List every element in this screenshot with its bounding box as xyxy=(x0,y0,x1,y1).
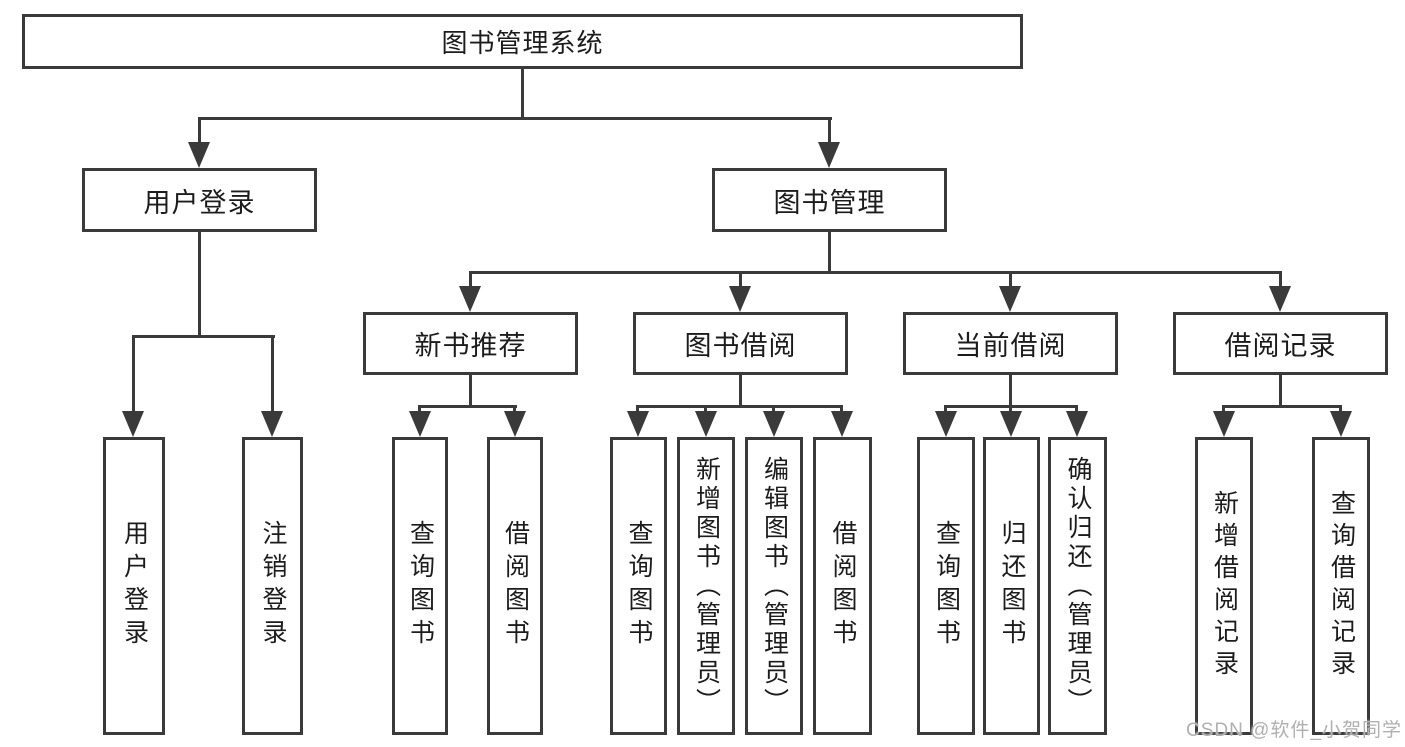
connector-line xyxy=(418,405,421,415)
connector-line xyxy=(132,335,275,338)
node-borrowing-records-label: 借阅记录 xyxy=(1224,331,1337,361)
leaf-query-books-1: 查询图书 xyxy=(392,437,448,735)
connector-line xyxy=(828,232,831,274)
leaf-add-books-admin-label: 新增图书（管理员） xyxy=(692,455,721,717)
connector-line xyxy=(418,405,517,408)
node-new-book-recommend: 新书推荐 xyxy=(363,312,578,375)
connector-line xyxy=(840,405,843,415)
connector-line xyxy=(772,405,775,415)
connector-line xyxy=(271,335,274,413)
connector-line xyxy=(1339,405,1342,415)
connector-line xyxy=(704,405,707,415)
arrow-down-icon xyxy=(627,411,649,437)
leaf-query-books-2: 查询图书 xyxy=(610,437,667,735)
leaf-add-books-admin: 新增图书（管理员） xyxy=(677,437,735,735)
node-new-book-recommend-label: 新书推荐 xyxy=(414,331,527,361)
arrow-down-icon xyxy=(935,411,957,437)
connector-line xyxy=(521,69,524,120)
connector-line xyxy=(198,232,201,337)
connector-line xyxy=(1075,405,1078,415)
arrow-down-icon xyxy=(1066,411,1088,437)
connector-line xyxy=(132,335,135,413)
arrow-down-icon xyxy=(188,142,210,168)
csdn-watermark: CSDN @软件_小贺同学 xyxy=(1186,720,1402,741)
leaf-query-books-3: 查询图书 xyxy=(917,437,975,735)
arrow-down-icon xyxy=(818,142,840,168)
node-book-management-label: 图书管理 xyxy=(773,187,886,218)
leaf-query-books-3-label: 查询图书 xyxy=(932,520,961,652)
leaf-return-books: 归还图书 xyxy=(983,437,1040,735)
leaf-add-borrow-record-label: 新增借阅记录 xyxy=(1210,490,1239,682)
leaf-query-books-1-label: 查询图书 xyxy=(406,520,435,652)
arrow-down-icon xyxy=(409,411,431,437)
arrow-down-icon xyxy=(504,411,526,437)
leaf-borrow-books-2: 借阅图书 xyxy=(813,437,872,735)
arrow-down-icon xyxy=(261,411,283,437)
connector-line xyxy=(469,271,472,288)
connector-line xyxy=(1009,405,1012,415)
leaf-return-books-label: 归还图书 xyxy=(998,520,1026,652)
leaf-user-login: 用户登录 xyxy=(103,437,165,735)
node-current-borrowing: 当前借阅 xyxy=(903,312,1118,375)
connector-line xyxy=(636,405,843,408)
node-user-login-label: 用户登录 xyxy=(143,187,256,218)
arrow-down-icon xyxy=(1269,286,1291,312)
arrow-down-icon xyxy=(1330,411,1352,437)
connector-line xyxy=(198,117,201,146)
node-book-borrowing-label: 图书借阅 xyxy=(684,331,797,361)
connector-line xyxy=(828,117,831,146)
node-library-system: 图书管理系统 xyxy=(22,14,1023,69)
node-user-login: 用户登录 xyxy=(82,168,317,232)
node-book-management: 图书管理 xyxy=(712,168,947,232)
connector-line xyxy=(1279,375,1282,408)
connector-line xyxy=(469,271,1282,274)
leaf-edit-books-admin: 编辑图书（管理员） xyxy=(745,437,803,735)
leaf-confirm-return-admin-label: 确认归还（管理员） xyxy=(1064,455,1092,717)
connector-line xyxy=(1222,405,1342,408)
arrow-down-icon xyxy=(122,411,144,437)
arrow-down-icon xyxy=(831,411,853,437)
leaf-logout: 注销登录 xyxy=(242,437,303,735)
connector-line xyxy=(739,271,742,288)
connector-line xyxy=(513,405,516,415)
leaf-query-borrow-record: 查询借阅记录 xyxy=(1312,437,1370,735)
arrow-down-icon xyxy=(729,286,751,312)
node-current-borrowing-label: 当前借阅 xyxy=(954,331,1067,361)
leaf-borrow-books-2-label: 借阅图书 xyxy=(829,520,857,652)
leaf-borrow-books-1-label: 借阅图书 xyxy=(501,520,530,652)
arrow-down-icon xyxy=(999,286,1021,312)
connector-line xyxy=(636,405,639,415)
leaf-logout-label: 注销登录 xyxy=(259,520,287,652)
node-book-borrowing: 图书借阅 xyxy=(633,312,848,375)
connector-line xyxy=(1279,271,1282,288)
arrow-down-icon xyxy=(1213,411,1235,437)
connector-line xyxy=(1222,405,1225,415)
node-borrowing-records: 借阅记录 xyxy=(1173,312,1388,375)
leaf-borrow-books-1: 借阅图书 xyxy=(487,437,543,735)
connector-line xyxy=(944,405,947,415)
leaf-confirm-return-admin: 确认归还（管理员） xyxy=(1048,437,1107,735)
leaf-query-books-2-label: 查询图书 xyxy=(625,520,653,652)
arrow-down-icon xyxy=(1000,411,1022,437)
connector-line xyxy=(1009,375,1012,408)
connector-line xyxy=(469,375,472,408)
node-library-system-label: 图书管理系统 xyxy=(441,28,604,58)
leaf-user-login-label: 用户登录 xyxy=(120,520,149,652)
arrow-down-icon xyxy=(459,286,481,312)
arrow-down-icon xyxy=(763,411,785,437)
connector-line xyxy=(198,117,832,120)
connector-line xyxy=(1009,271,1012,288)
leaf-query-borrow-record-label: 查询借阅记录 xyxy=(1327,490,1356,682)
leaf-edit-books-admin-label: 编辑图书（管理员） xyxy=(760,455,789,717)
arrow-down-icon xyxy=(695,411,717,437)
leaf-add-borrow-record: 新增借阅记录 xyxy=(1195,437,1253,735)
connector-line xyxy=(739,375,742,408)
